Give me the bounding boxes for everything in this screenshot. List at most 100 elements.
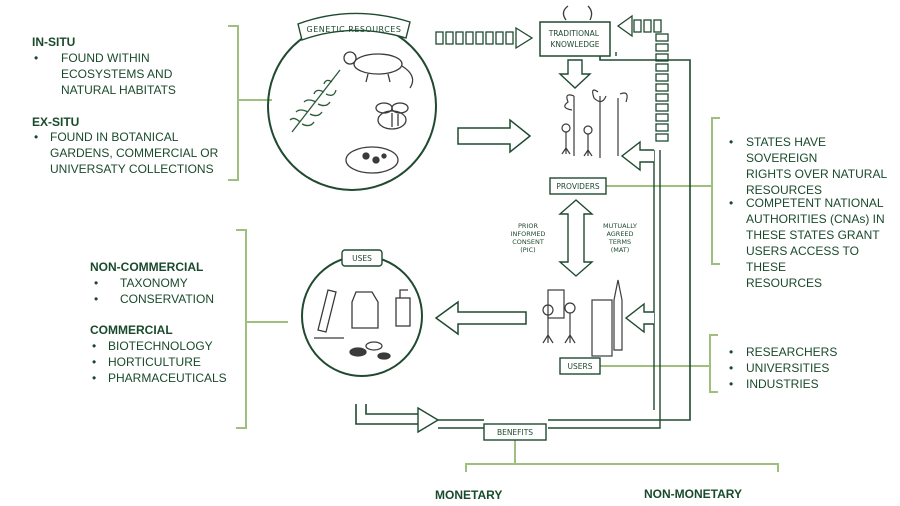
non-commercial-title: NON-COMMERCIAL (90, 260, 204, 274)
traditional-knowledge-line2: KNOWLEDGE (550, 40, 599, 49)
benefits-box (483, 423, 547, 441)
tk-to-providers-arrow (558, 59, 592, 89)
commercial-item-text: PHARMACEUTICALS (108, 371, 227, 385)
users-to-uses-arrow (434, 300, 527, 336)
ex-situ-line: FOUND IN BOTANICAL (50, 130, 179, 144)
non-commercial-list: • TAXONOMY • CONSERVATION (90, 275, 214, 307)
traditional-knowledge-box (539, 5, 611, 57)
users-sketch (542, 279, 623, 357)
states-line: RIGHTS OVER NATURAL (746, 167, 888, 181)
traditional-knowledge-line1: TRADITIONAL (548, 29, 600, 38)
providers-sketch (561, 89, 628, 158)
ex-situ-line: GARDENS, COMMERCIAL OR (50, 146, 219, 160)
pic-line: INFORMED (511, 230, 546, 238)
commercial-item: • BIOTECHNOLOGY (90, 338, 227, 354)
in-situ-line: ECOSYSTEMS AND (61, 67, 173, 81)
pic-line: CONSENT (512, 238, 544, 246)
bullet: • (92, 355, 97, 369)
leaf-sketch (289, 69, 341, 133)
pills-sketch (349, 341, 391, 360)
bullet: • (729, 377, 734, 391)
in-situ-line: NATURAL HABITATS (61, 83, 176, 97)
in-situ-list: • FOUND WITHIN ECOSYSTEMS AND NATURAL HA… (32, 50, 176, 98)
commercial-item: • HORTICULTURE (90, 354, 227, 370)
ex-situ-bullet: • (34, 130, 39, 144)
non-commercial-item: • TAXONOMY (90, 275, 214, 291)
bullet: • (92, 339, 97, 353)
cna-line: THESE STATES GRANT (746, 228, 880, 242)
bracket-benefits (465, 440, 779, 472)
cna-line: RESOURCES (746, 276, 823, 290)
user-type-item: • INDUSTRIES (729, 376, 837, 392)
user-type-text: RESEARCHERS (746, 345, 838, 359)
in-situ-title: IN-SITU (32, 35, 76, 49)
cna-line: COMPETENT NATIONAL (746, 196, 884, 210)
ex-situ-list: • FOUND IN BOTANICAL GARDENS, COMMERCIAL… (32, 129, 218, 177)
commercial-list: • BIOTECHNOLOGY • HORTICULTURE • PHARMAC… (90, 338, 227, 386)
dashed-arrow-left (616, 14, 669, 142)
bullet: • (94, 276, 99, 290)
user-type-text: INDUSTRIES (746, 377, 819, 391)
pic-line: (PIC) (520, 246, 535, 254)
bullet: • (94, 292, 99, 306)
resources-to-providers-arrow (457, 118, 532, 154)
providers-box (549, 177, 607, 195)
users-box (559, 357, 601, 375)
mat-line: MUTUALLY (603, 222, 637, 230)
benefits-label: BENEFITS (497, 428, 533, 437)
bracket-user-types (598, 334, 718, 393)
mat-line: AGREED (606, 230, 633, 238)
mat-line: TERMS (608, 238, 631, 246)
rodent-sketch (343, 51, 414, 89)
in-situ-bullet: • (34, 51, 39, 65)
right-to-providers-arrow (620, 140, 654, 172)
pic-line: PRIOR (518, 222, 538, 230)
ex-situ-title: EX-SITU (32, 115, 80, 129)
uses-to-benefits-route (355, 404, 418, 425)
user-type-text: UNIVERSITIES (746, 361, 830, 375)
non-monetary-title: NON-MONETARY (644, 487, 742, 501)
microscope-sketch (314, 289, 344, 339)
pic-mat-double-arrow (558, 199, 594, 277)
bee-sketch (375, 102, 409, 130)
uses-circle (301, 249, 423, 377)
benefits-route-line (599, 56, 691, 421)
states-line: RESOURCES (746, 183, 823, 197)
commercial-item: • PHARMACEUTICALS (90, 370, 227, 386)
right-to-users-arrow (624, 302, 654, 334)
uses-label: USES (352, 254, 372, 263)
spray-bottle-sketch (395, 289, 411, 327)
commercial-item-text: HORTICULTURE (108, 355, 201, 369)
genetic-resources-label: GENETIC RESOURCES (307, 25, 402, 34)
traditional-knowledge-label: TRADITIONAL KNOWLEDGE (548, 29, 602, 49)
in-situ-line: FOUND WITHIN (61, 51, 150, 65)
users-label: USERS (568, 362, 593, 371)
bracket-uses (236, 229, 288, 429)
ex-situ-line: UNIVERSATY COLLECTIONS (50, 162, 214, 176)
milk-carton-sketch (351, 291, 379, 329)
states-list: • STATES HAVE SOVEREIGN RIGHTS OVER NATU… (729, 134, 900, 198)
bracket-states (605, 117, 720, 265)
genetic-resources-circle (267, 12, 437, 191)
commercial-item-text: BIOTECHNOLOGY (108, 339, 213, 353)
monetary-title: MONETARY (435, 488, 503, 502)
user-types-list: • RESEARCHERS • UNIVERSITIES • INDUSTRIE… (729, 344, 838, 392)
bullet: • (92, 371, 97, 385)
non-commercial-item-text: CONSERVATION (120, 292, 215, 306)
providers-label: PROVIDERS (556, 182, 600, 191)
non-commercial-item-text: TAXONOMY (120, 276, 188, 290)
dashed-arrow-right (435, 26, 534, 50)
bullet: • (729, 196, 734, 210)
cna-line: AUTHORITIES (CNAs) IN (746, 212, 885, 226)
bullet: • (729, 345, 734, 359)
user-type-item: • RESEARCHERS (729, 344, 838, 360)
petri-dish-sketch (345, 146, 399, 174)
bullet: • (729, 135, 734, 149)
bullet: • (729, 361, 734, 375)
bracket-resources (228, 25, 272, 181)
cna-list: • COMPETENT NATIONAL AUTHORITIES (CNAs) … (729, 195, 900, 291)
